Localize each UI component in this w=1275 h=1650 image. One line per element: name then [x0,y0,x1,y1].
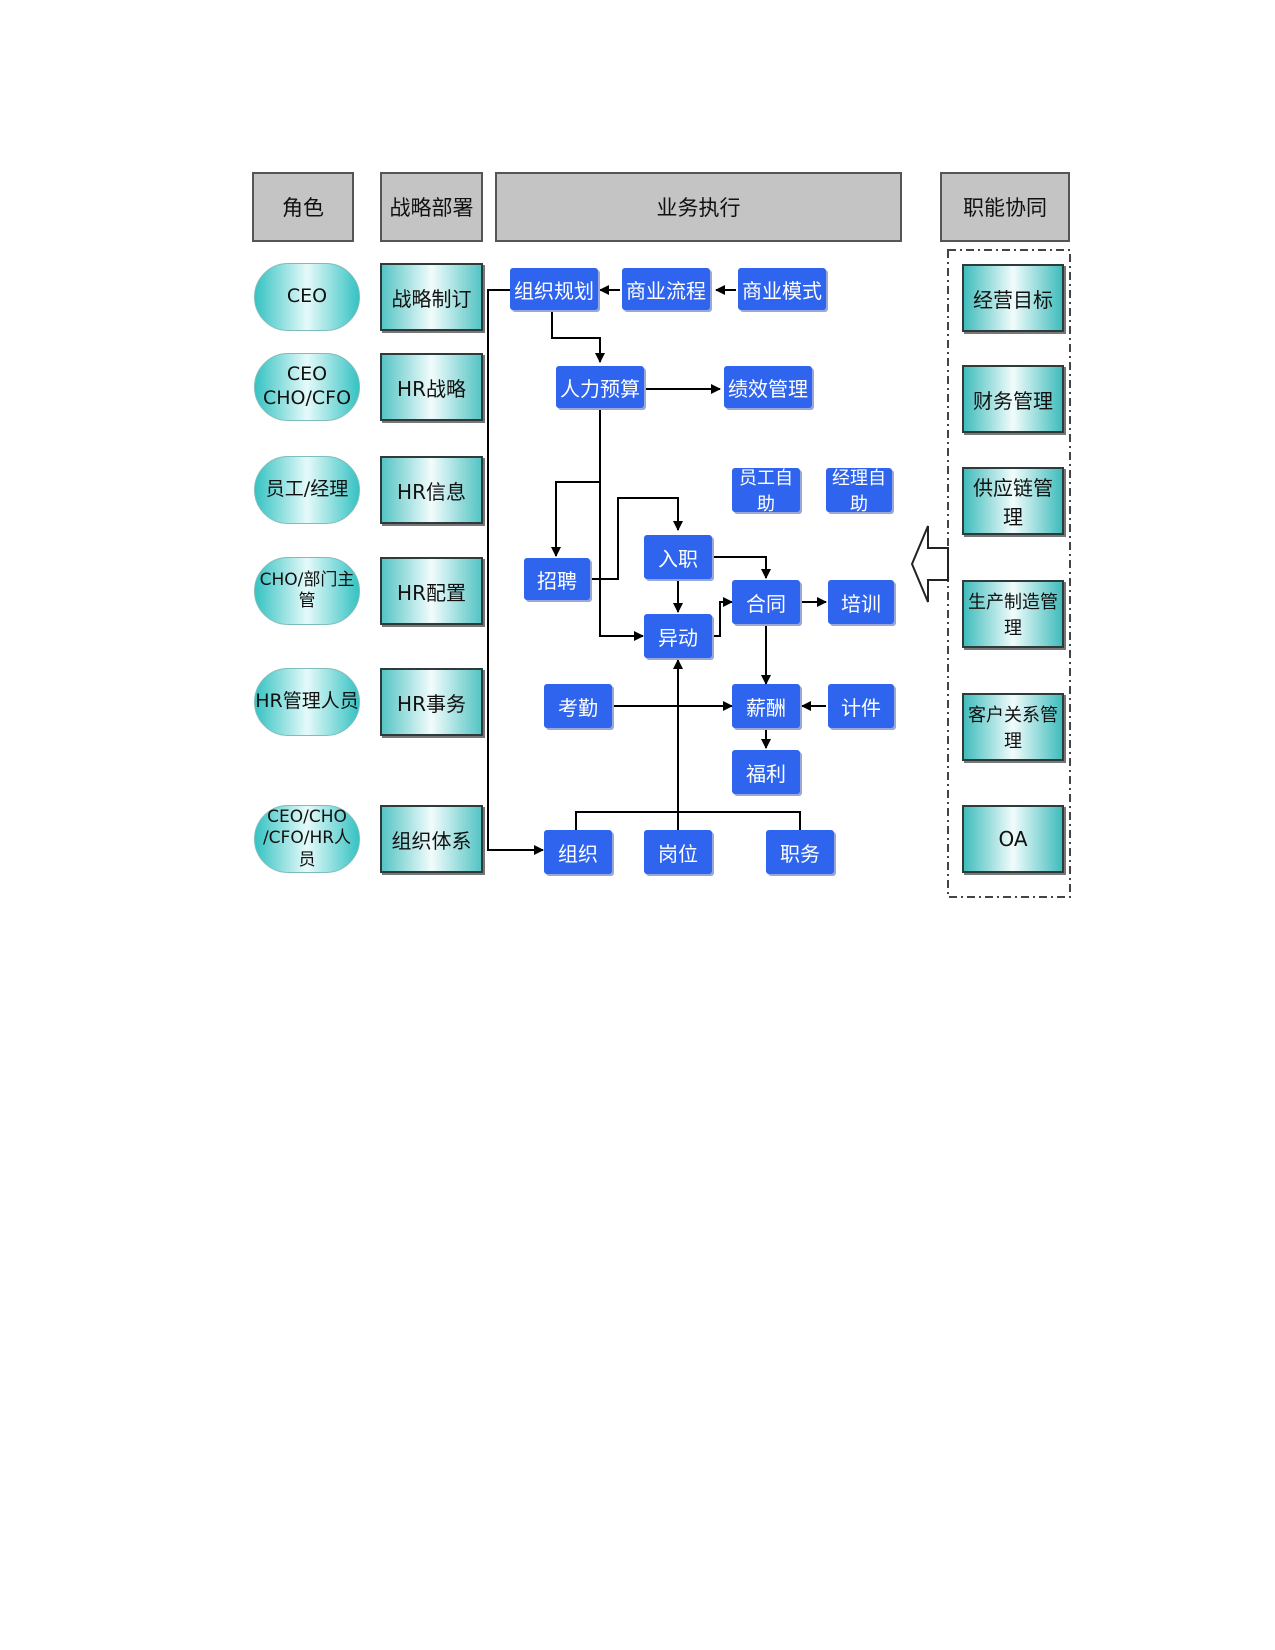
box-transfer: 异动 [644,614,712,658]
hollow-left-arrow [910,525,949,603]
box-manager-self: 经理自助 [826,468,892,515]
role-employee-manager: 员工/经理 [254,456,360,524]
arrow-planning-to-org [487,289,544,855]
box-organization: 组织 [544,830,612,874]
strategy-hr-affairs: HR事务 [380,668,483,736]
box-employee-self: 员工自助 [732,468,800,515]
box-biz-model: 商业模式 [738,268,826,310]
func-supply-chain: 供应链管理 [962,467,1064,535]
role-all-executives: CEO/CHO /CFO/HR人员 [254,805,360,873]
box-biz-process: 商业流程 [622,268,710,310]
function-group-frame [947,249,1071,898]
strategy-hr-config: HR配置 [380,557,483,625]
arrow-budget-to-transfer [599,482,644,641]
arrow-transfer-to-contract [712,597,733,637]
box-position: 岗位 [644,830,712,874]
strategy-hr-strategy: HR战略 [380,353,483,421]
strategy-hr-info: HR信息 [380,456,483,524]
box-piecework: 计件 [828,684,894,728]
func-finance: 财务管理 [962,365,1064,433]
box-org-planning: 组织规划 [510,268,598,310]
role-cho-dept-head: CHO/部门主管 [254,557,360,625]
box-performance: 绩效管理 [724,366,812,408]
arrow-recruit-to-onboard [590,497,683,580]
box-attendance: 考勤 [544,684,612,728]
box-recruit: 招聘 [524,558,590,600]
arrow-budget-to-recruit [551,408,601,557]
header-business: 业务执行 [495,172,902,242]
header-strategy: 战略部署 [380,172,483,242]
box-duty: 职务 [766,830,834,874]
role-ceo: CEO [254,263,360,331]
func-crm: 客户关系管理 [962,693,1064,761]
role-hr-staff: HR管理人员 [254,668,360,736]
header-function: 职能协同 [940,172,1070,242]
strategy-formulation: 战略制订 [380,263,483,331]
header-role: 角色 [252,172,354,242]
arrow-planning-to-budget [551,309,605,363]
func-business-goals: 经营目标 [962,264,1064,332]
role-ceo-cho-cfo: CEO CHO/CFO [254,353,360,421]
func-oa: OA [962,805,1064,873]
bracket-org-position-duty [575,811,801,830]
box-salary: 薪酬 [732,684,800,728]
func-manufacturing: 生产制造管理 [962,580,1064,648]
strategy-org-system: 组织体系 [380,805,483,873]
box-hr-budget: 人力预算 [556,366,644,408]
box-contract: 合同 [732,580,800,624]
box-training: 培训 [828,580,894,624]
box-onboard: 入职 [644,535,712,579]
arrow-onboard-to-contract [712,556,771,579]
box-welfare: 福利 [732,750,800,794]
